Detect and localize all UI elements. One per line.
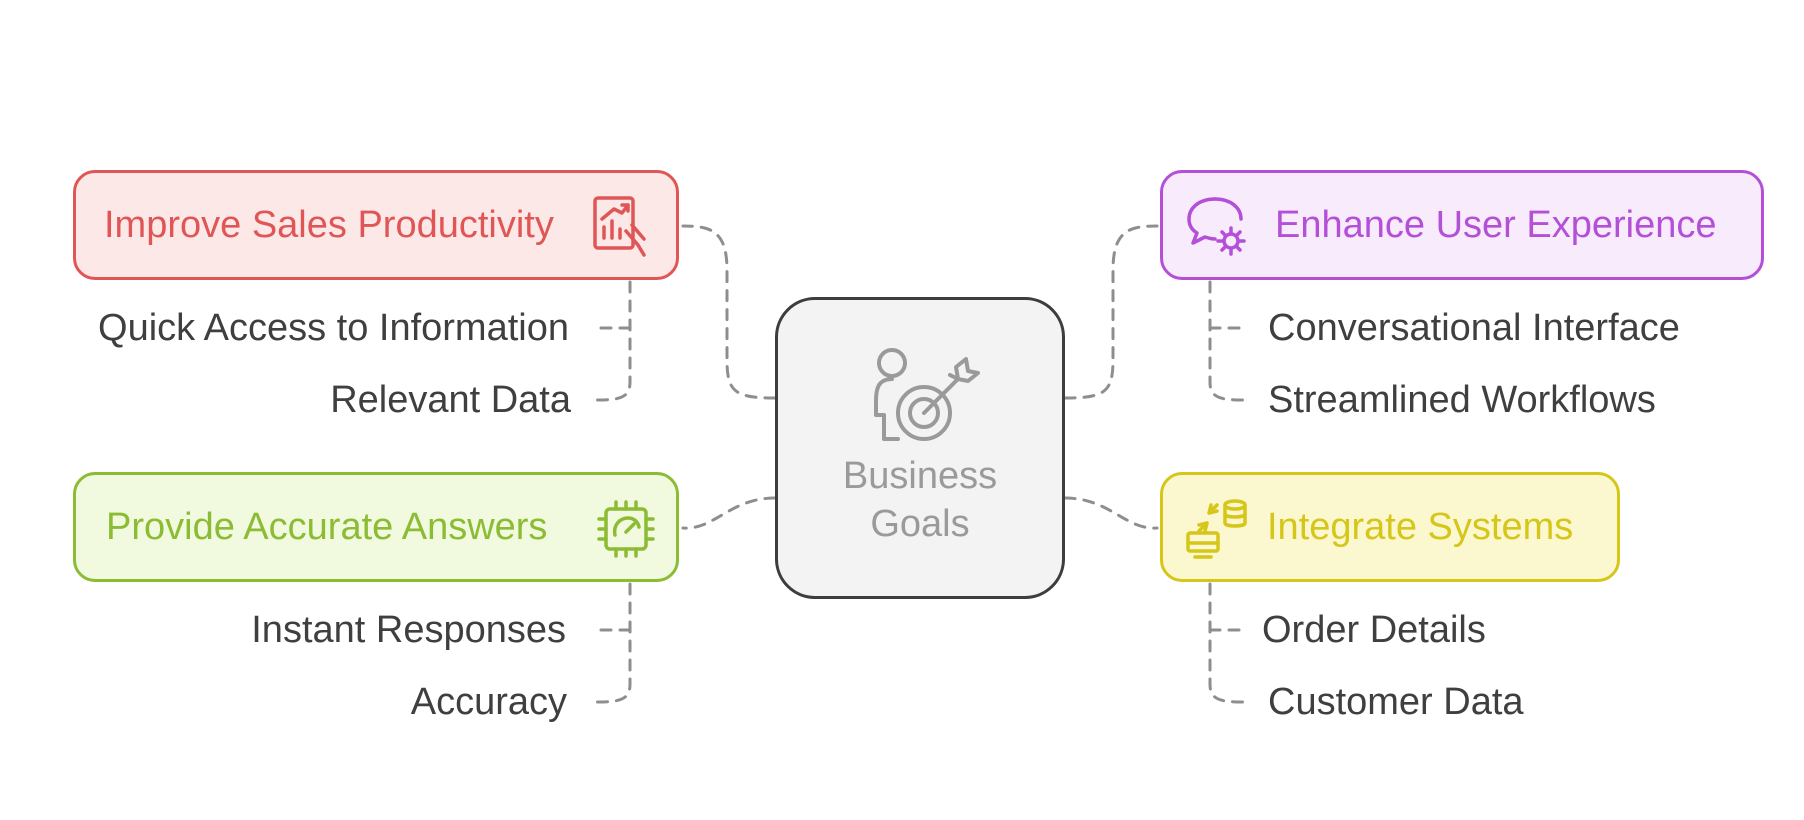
connector-center-ux xyxy=(1063,224,1159,400)
accuracy-item-1: Instant Responses xyxy=(251,609,566,651)
branch-title: Improve Sales Productivity xyxy=(104,203,554,246)
branch-improve-sales-productivity[interactable]: Improve Sales Productivity xyxy=(73,170,679,280)
sales-chart-hand-icon xyxy=(593,196,646,257)
processor-gauge-icon xyxy=(597,500,655,558)
ux-item-1: Conversational Interface xyxy=(1268,307,1680,349)
person-target-icon xyxy=(874,348,980,441)
center-node: Business Goals xyxy=(775,297,1065,599)
accuracy-item-2: Accuracy xyxy=(410,681,567,723)
integrate-item-2: Customer Data xyxy=(1268,681,1524,723)
branch-enhance-user-experience[interactable]: Enhance User Experience xyxy=(1160,170,1764,280)
center-label: Business Goals xyxy=(842,455,998,545)
database-sync-icon xyxy=(1186,499,1247,559)
connector-center-sales xyxy=(681,224,777,400)
branch-provide-accurate-answers[interactable]: Provide Accurate Answers xyxy=(73,472,679,582)
connector-center-accuracy xyxy=(681,496,777,530)
connector-accuracy-items xyxy=(593,582,632,704)
connector-center-integrate xyxy=(1063,496,1159,530)
branch-title: Enhance User Experience xyxy=(1275,203,1717,246)
connector-integrate-items xyxy=(1208,582,1247,704)
integrate-item-1: Order Details xyxy=(1262,609,1486,651)
branch-title: Provide Accurate Answers xyxy=(106,505,548,548)
connector-sales-items xyxy=(593,280,632,402)
sales-item-1: Quick Access to Information xyxy=(98,307,569,349)
branch-title: Integrate Systems xyxy=(1267,505,1574,548)
ux-item-2: Streamlined Workflows xyxy=(1268,379,1656,421)
branch-integrate-systems[interactable]: Integrate Systems xyxy=(1160,472,1620,582)
connector-ux-items xyxy=(1208,280,1247,402)
chat-gear-icon xyxy=(1187,197,1246,256)
sales-item-2: Relevant Data xyxy=(330,379,571,421)
